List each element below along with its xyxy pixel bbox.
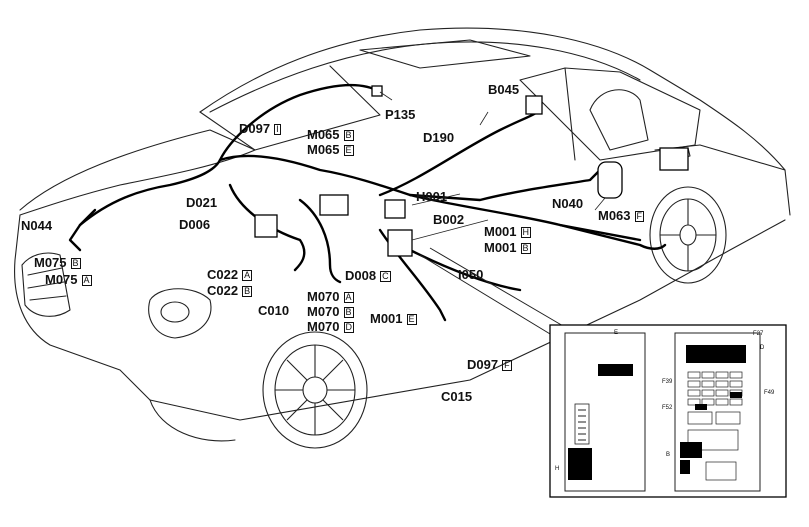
rear-wheel [649,186,727,284]
inset-label-f49: F49 [764,390,775,396]
d006-module [254,214,278,238]
h001-unit [384,199,406,219]
label-p135: P135 [385,107,416,122]
inset-label-h: H [555,466,560,472]
fuse-box-inset [549,324,787,498]
inset-pointer [419,247,571,341]
label-i050: I050 [458,267,484,282]
label-c010: C010 [258,303,290,318]
windshield [199,65,381,151]
front-wheel [262,331,368,449]
label-d006: D006 [179,217,211,232]
sunroof [359,39,531,69]
seat [589,89,649,151]
leader-lines [379,91,606,241]
inset-label-f52: F52 [662,405,673,411]
b045-module [525,95,543,115]
label-h001: H001 [416,189,448,204]
inset-label-b: B [666,452,671,458]
label-b002: B002 [433,212,465,227]
grille [21,252,71,317]
label-n040: N040 [552,196,584,211]
label-c015: C015 [441,389,473,404]
roof-line [199,27,786,171]
m063-connector [659,147,689,171]
label-n044: N044 [21,218,53,233]
components [254,85,689,257]
inset-label-f27: F27 [753,331,764,337]
label-d190: D190 [423,130,455,145]
hood [19,129,256,216]
label-b045: B045 [488,82,520,97]
inset-label-d: D [760,345,765,351]
d021-module [319,194,349,216]
p135-sensor [371,85,383,97]
b002-box [387,229,413,257]
inset-label-e: E [614,330,619,336]
inset-label-f39: F39 [662,379,673,385]
front-bumper [14,214,241,421]
n040-pump [597,161,623,199]
rear-window [519,67,701,161]
label-d021: D021 [186,195,218,210]
sill-line [239,219,786,421]
headlight [148,288,212,339]
